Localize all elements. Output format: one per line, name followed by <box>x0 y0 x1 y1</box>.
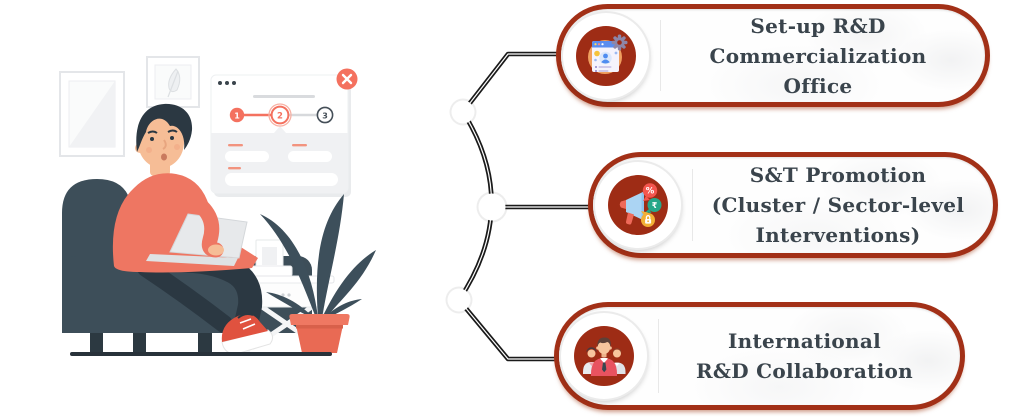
card-title-line: S&T Promotion <box>749 163 927 187</box>
card-setup-rnd-commercialization-office: Set-up R&D Commercialization Office <box>556 4 990 107</box>
card-title-line: Interventions) <box>755 223 921 247</box>
gear-icon <box>611 34 628 50</box>
window-dot <box>218 81 222 85</box>
international-rnd-collaboration-icon <box>574 326 634 386</box>
step-2-label: 2 <box>277 112 283 122</box>
person <box>112 103 274 355</box>
progress-stepper: 1 2 3 <box>229 103 334 127</box>
hair <box>136 103 193 152</box>
form-field <box>288 151 332 162</box>
card-divider <box>660 20 661 91</box>
card-title-line: Commercialization <box>709 43 927 68</box>
browser-window-mockup: 1 2 3 <box>210 68 358 197</box>
window-dot <box>225 81 229 85</box>
card-divider <box>692 168 693 242</box>
step-3-label: 3 <box>322 111 328 120</box>
megaphone-icon <box>619 191 644 225</box>
st-promotion-icon: % ₹ <box>608 175 668 235</box>
form-field <box>225 173 338 186</box>
team-icon <box>583 337 626 376</box>
card-title-line: Set-up R&D <box>750 13 886 38</box>
person-leg <box>137 259 233 333</box>
close-button-icon <box>336 68 358 90</box>
card-title-line: Office <box>783 73 853 98</box>
card-international-rnd-collaboration: International R&D Collaboration <box>554 302 965 410</box>
potted-plant <box>260 194 376 353</box>
card-title-line: R&D Collaboration <box>695 359 914 383</box>
person-head <box>135 103 193 168</box>
percent-badge-icon: % <box>642 183 658 201</box>
svg-text:₹: ₹ <box>652 201 658 210</box>
card-icon-circle <box>563 12 649 99</box>
card-title: Set-up R&D Commercialization Office <box>661 11 985 101</box>
card-icon-circle <box>561 313 647 399</box>
step-3-node <box>316 106 334 124</box>
svg-text:%: % <box>646 187 655 197</box>
plant-pot <box>296 325 343 353</box>
lock-badge-icon <box>641 211 655 227</box>
card-title-line: International <box>727 329 882 353</box>
person-laptop-illustration: 1 2 3 <box>59 56 376 356</box>
card-divider <box>658 318 659 394</box>
sneaker <box>221 313 274 355</box>
wall-frame-large <box>59 71 125 157</box>
person-hand <box>208 244 224 256</box>
rupee-badge-icon: ₹ <box>645 198 662 213</box>
card-title: S&T Promotion (Cluster / Sector-level In… <box>693 160 993 250</box>
step-1-label: 1 <box>234 111 240 120</box>
rnd-commercialization-office-icon <box>576 25 636 86</box>
step-1-node <box>229 107 245 123</box>
wall-frame-feather <box>146 56 200 108</box>
card-title: International R&D Collaboration <box>659 326 960 386</box>
card-title-line: (Cluster / Sector-level <box>711 193 965 217</box>
form-field <box>225 151 269 162</box>
card-icon-circle: % ₹ <box>595 162 681 248</box>
window-dot <box>232 81 236 85</box>
card-st-promotion: % ₹ <box>588 152 998 258</box>
step-2-node <box>270 105 290 125</box>
